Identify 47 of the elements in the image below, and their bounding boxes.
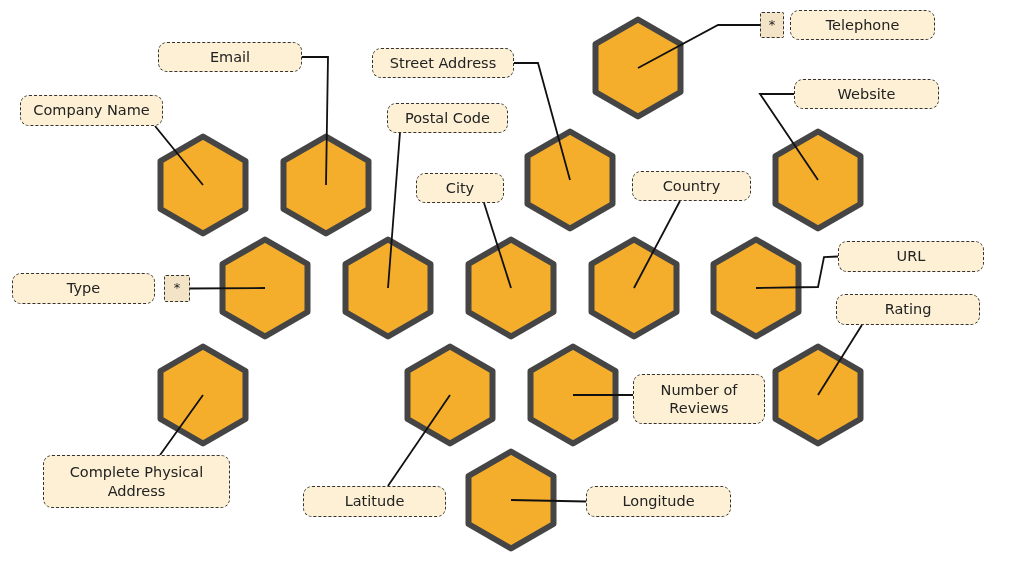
hexagon [342, 236, 434, 340]
required-marker: * [164, 275, 190, 302]
leader-line [510, 499, 587, 503]
field-label: URL [838, 241, 984, 272]
leader-line [387, 132, 401, 289]
field-label: Postal Code [387, 103, 508, 133]
leader-line [755, 255, 839, 289]
leader-line [189, 287, 266, 290]
hexagon [592, 16, 684, 120]
hexagon [710, 236, 802, 340]
field-label: Type [12, 273, 155, 304]
leader-line [637, 24, 761, 69]
field-label: Email [158, 42, 302, 72]
hexagon [404, 343, 496, 447]
hexagon [465, 448, 557, 552]
leader-line [159, 394, 204, 456]
field-label: Telephone [790, 10, 935, 40]
leader-line [817, 324, 863, 396]
field-label: Number of Reviews [633, 374, 765, 424]
hexagon [219, 236, 311, 340]
leader-line [154, 125, 204, 186]
leader-line [301, 56, 329, 186]
field-label: Rating [836, 294, 980, 325]
field-label: Longitude [586, 486, 731, 517]
hexagon [772, 343, 864, 447]
hexagon [157, 133, 249, 237]
hexagon [588, 236, 680, 340]
required-marker: * [760, 12, 784, 38]
field-label: Street Address [372, 48, 514, 78]
field-label: Company Name [20, 95, 163, 126]
field-label: Country [632, 171, 751, 201]
field-label: City [416, 173, 504, 203]
hexagon [524, 128, 616, 232]
leader-line [758, 93, 819, 181]
hexagon [527, 343, 619, 447]
leader-line [633, 200, 681, 289]
hexagon [157, 343, 249, 447]
leader-line [572, 394, 634, 396]
hexagon [280, 133, 372, 237]
leader-line [513, 62, 571, 181]
hexagon [465, 236, 557, 340]
field-label: Complete Physical Address [43, 455, 230, 508]
hexagon [772, 128, 864, 232]
leader-line [387, 394, 451, 487]
field-label: Website [794, 79, 939, 109]
field-label: Latitude [303, 486, 446, 517]
leader-line [483, 202, 512, 289]
